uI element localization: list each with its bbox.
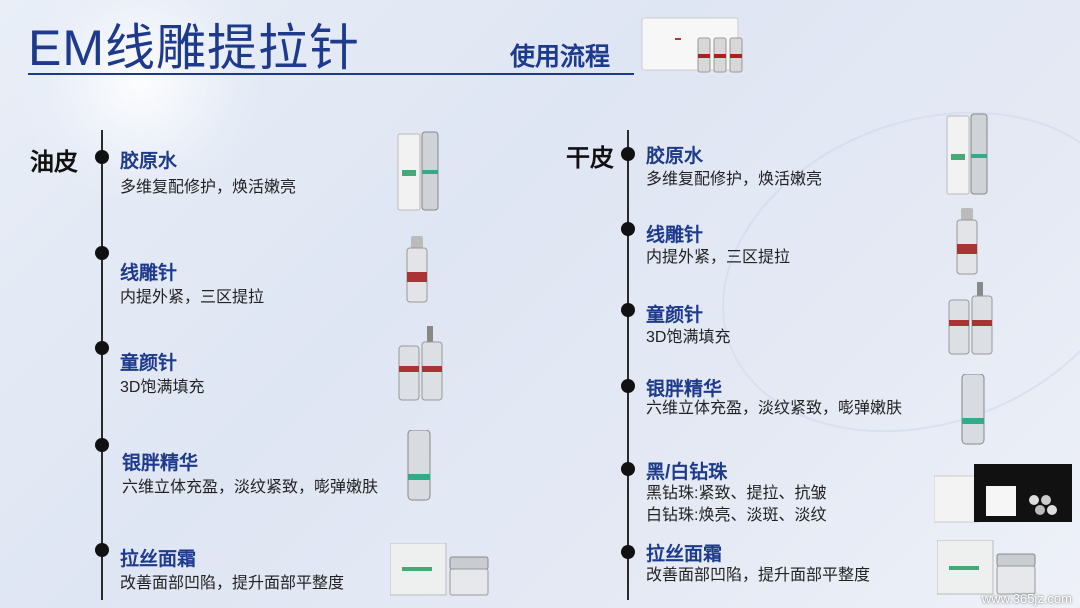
oily-step-desc: 内提外紧，三区提拉 bbox=[120, 289, 265, 306]
toner-bottle-image bbox=[946, 113, 988, 195]
timeline-dot bbox=[621, 462, 635, 476]
oily-skin-label: 油皮 bbox=[30, 149, 78, 176]
page-title: EM线雕提拉针 bbox=[28, 20, 360, 76]
dry-step-desc: 六维立体充盈，淡纹紧致，嘭弹嫩肤 bbox=[646, 400, 903, 417]
dry-step-name: 童颜针 bbox=[646, 305, 704, 326]
oily-step-desc: 六维立体充盈，淡纹紧致，嘭弹嫩肤 bbox=[122, 479, 379, 496]
oily-step-name: 银胖精华 bbox=[122, 453, 199, 474]
dry-skin-label: 干皮 bbox=[566, 145, 614, 172]
dry-step-desc: 3D饱满填充 bbox=[646, 329, 731, 346]
timeline-dot bbox=[621, 545, 635, 559]
dry-step-name: 银胖精华 bbox=[646, 379, 723, 400]
essence-bottle-image bbox=[961, 374, 985, 445]
timeline-dot bbox=[621, 147, 635, 161]
background-swirl bbox=[676, 56, 1080, 488]
product-kit-image bbox=[641, 17, 743, 73]
serum-vial-image bbox=[406, 236, 428, 303]
timeline-dot bbox=[621, 222, 635, 236]
cream-jar-image bbox=[937, 540, 1036, 595]
timeline-dot bbox=[95, 543, 109, 557]
dry-step-desc: 多维复配修护，焕活嫩亮 bbox=[646, 171, 823, 188]
title-underline bbox=[28, 73, 634, 75]
oily-step-name: 线雕针 bbox=[120, 263, 178, 284]
timeline-dot bbox=[95, 246, 109, 260]
toner-bottle-image bbox=[397, 131, 439, 211]
cream-jar-image bbox=[390, 543, 489, 596]
dry-step-name: 拉丝面霜 bbox=[646, 544, 723, 565]
dry-step-desc: 黑钻珠:紧致、提拉、抗皱 bbox=[646, 485, 827, 502]
oily-step-name: 拉丝面霜 bbox=[120, 549, 197, 570]
background-glow bbox=[20, 0, 260, 200]
oily-step-desc: 多维复配修护，焕活嫩亮 bbox=[120, 179, 297, 196]
oily-step-name: 童颜针 bbox=[120, 353, 178, 374]
filler-vials-image bbox=[398, 326, 443, 401]
serum-vial-image bbox=[956, 208, 978, 275]
oily-step-desc: 3D饱满填充 bbox=[120, 379, 205, 396]
dry-step-name: 黑/白钻珠 bbox=[646, 462, 728, 483]
oily-step-desc: 改善面部凹陷，提升面部平整度 bbox=[120, 575, 345, 592]
page-subtitle: 使用流程 bbox=[510, 43, 611, 71]
essence-bottle-image bbox=[407, 430, 431, 501]
oily-step-name: 胶原水 bbox=[120, 151, 178, 172]
pearl-capsule-box-image bbox=[934, 464, 1072, 523]
dry-step-name: 线雕针 bbox=[646, 225, 704, 246]
timeline-dot bbox=[621, 379, 635, 393]
timeline-dot bbox=[95, 341, 109, 355]
timeline-dot bbox=[95, 150, 109, 164]
filler-vials-image bbox=[948, 282, 993, 355]
timeline-dot bbox=[95, 438, 109, 452]
dry-step-name: 胶原水 bbox=[646, 146, 704, 167]
dry-step-desc: 内提外紧，三区提拉 bbox=[646, 249, 791, 266]
oily-timeline-line bbox=[101, 130, 103, 600]
watermark: www.365jz.com bbox=[981, 591, 1072, 606]
dry-step-desc: 白钻珠:焕亮、淡斑、淡纹 bbox=[646, 507, 827, 524]
timeline-dot bbox=[621, 303, 635, 317]
dry-step-desc: 改善面部凹陷，提升面部平整度 bbox=[646, 567, 871, 584]
dry-timeline-line bbox=[627, 130, 629, 600]
